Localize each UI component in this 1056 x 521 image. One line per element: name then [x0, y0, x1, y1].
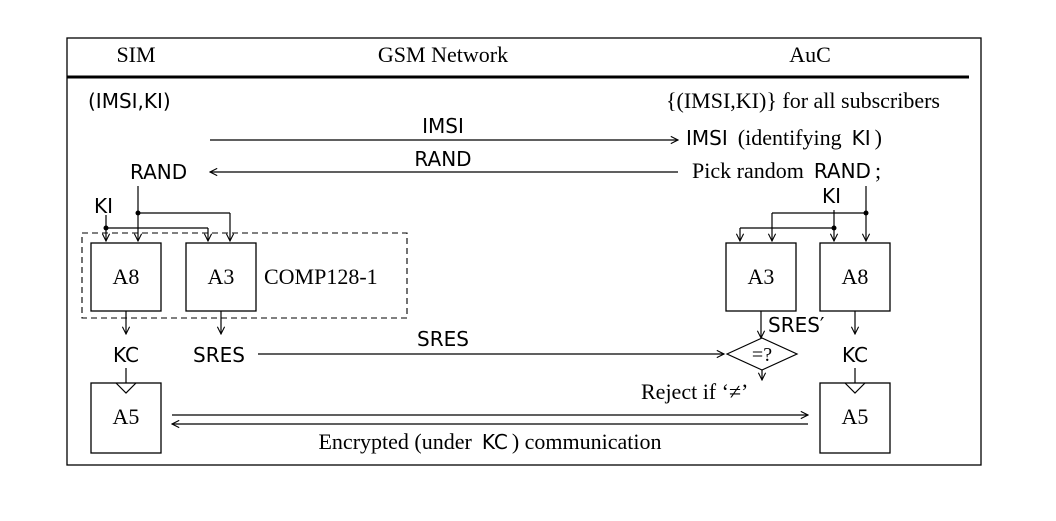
imsi-message-label: IMSI: [422, 114, 464, 138]
sim-kc: KC: [113, 343, 139, 367]
encrypted-label: Encrypted (under KC ) communication: [318, 429, 661, 454]
auc-kc: KC: [842, 343, 868, 367]
auc-a3-label: A3: [748, 264, 775, 289]
auc-a5-label: A5: [842, 404, 869, 429]
auc-a5-box: [819, 382, 891, 454]
sres-message-label: SRES: [417, 327, 469, 351]
auc-a8-label: A8: [842, 264, 869, 289]
header-sim: SIM: [116, 42, 155, 67]
sim-card-boundary: [81, 232, 408, 319]
sim-a8-label: A8: [113, 264, 140, 289]
auc-a5-input-notch: [844, 382, 866, 394]
sim-state: (IMSI,KI): [88, 89, 171, 113]
auc-sres-prime: SRES′: [768, 313, 825, 337]
compare-diamond: [725, 337, 799, 371]
outer-frame: [66, 37, 982, 466]
auc-ki-label: KI: [822, 184, 841, 208]
auc-imsi-line: IMSI (identifying KI ): [686, 125, 882, 150]
auc-pick-line: Pick random RAND ;: [692, 158, 881, 183]
sim-a5-box: [90, 382, 162, 454]
sim-a5-input-notch: [115, 382, 137, 394]
sim-comp-label: COMP128-1: [264, 264, 378, 289]
auc-a3-box: [725, 242, 797, 312]
reject-label: Reject if ‘≠’: [641, 379, 748, 404]
auc-state: {(IMSI,KI)} for all subscribers: [666, 88, 940, 113]
sim-sres: SRES: [193, 343, 245, 367]
header-auc: AuC: [789, 42, 831, 67]
sim-a5-label: A5: [113, 404, 140, 429]
sim-rand: RAND: [130, 160, 187, 184]
compare-label: =?: [752, 344, 772, 366]
sim-a8-box: [90, 242, 162, 312]
sim-a3-label: A3: [208, 264, 235, 289]
header-network: GSM Network: [378, 42, 508, 67]
sim-ki-label: KI: [94, 194, 113, 218]
rand-message-label: RAND: [414, 147, 471, 171]
